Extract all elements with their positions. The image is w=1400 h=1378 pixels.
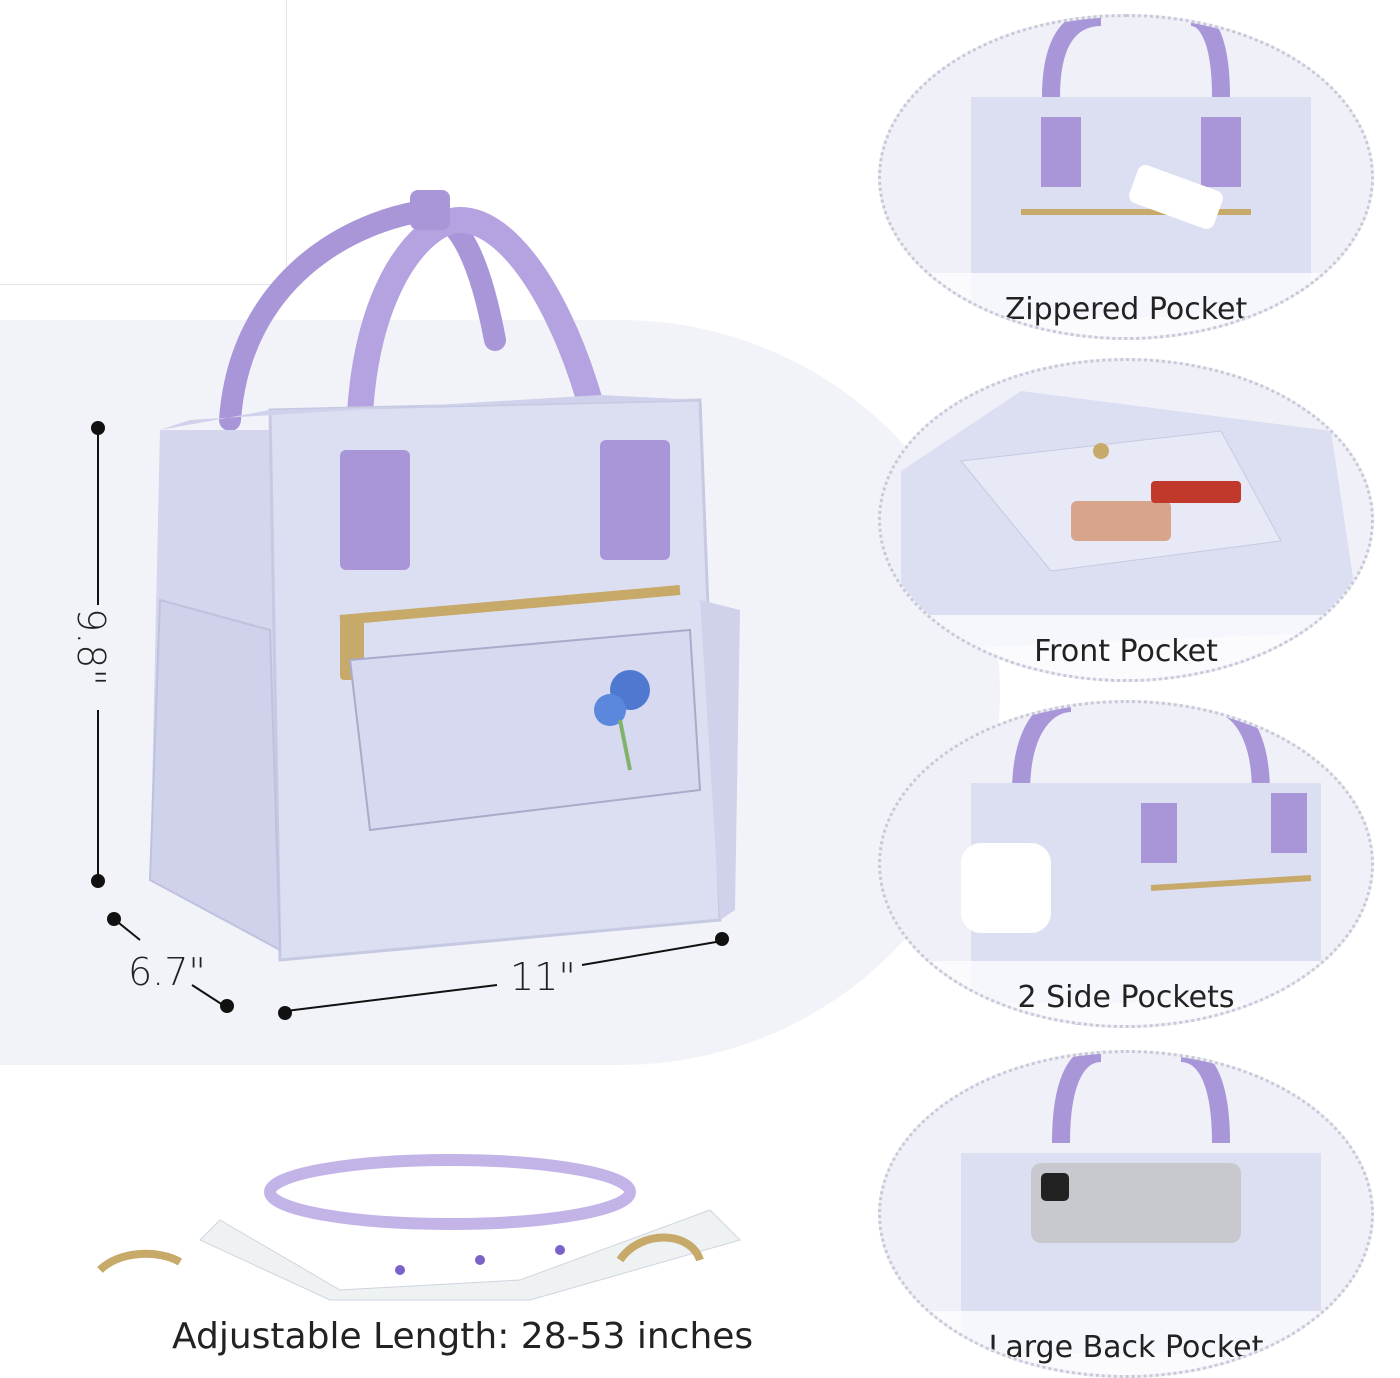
dimension-dot [715, 932, 729, 946]
front-pocket-image [901, 391, 1361, 651]
lunch-bag-image [148, 190, 740, 962]
dimension-dot [220, 999, 234, 1013]
detail-label: Large Back Pocket [988, 1330, 1264, 1365]
detail-zippered-pocket: Zippered Pocket [878, 14, 1374, 340]
detail-label: 2 Side Pockets [1017, 980, 1235, 1015]
zippered-pocket-image [971, 17, 1311, 317]
detail-label: Front Pocket [1034, 634, 1218, 669]
divider-line [286, 0, 287, 285]
large-back-pocket-image [961, 1053, 1321, 1353]
dimension-dot [91, 421, 105, 435]
strap-length-caption: Adjustable Length: 28-53 inches [172, 1316, 754, 1357]
dimension-dot [278, 1006, 292, 1020]
detail-front-pocket: Front Pocket [878, 358, 1374, 682]
height-dimension-line [97, 428, 99, 882]
width-dimension-line [285, 940, 723, 1012]
detail-side-pockets: 2 Side Pockets [878, 700, 1374, 1028]
dimension-dot [91, 874, 105, 888]
dimension-dot [107, 912, 121, 926]
divider-line [0, 284, 287, 285]
side-pockets-image [961, 703, 1321, 1003]
detail-label: Zippered Pocket [1004, 292, 1248, 327]
detail-large-back-pocket: Large Back Pocket [878, 1050, 1374, 1378]
width-label: 11" [510, 955, 576, 999]
depth-label: 6.7" [128, 950, 206, 994]
shoulder-strap-image [97, 1154, 741, 1301]
height-label: 9.8" [68, 608, 113, 686]
